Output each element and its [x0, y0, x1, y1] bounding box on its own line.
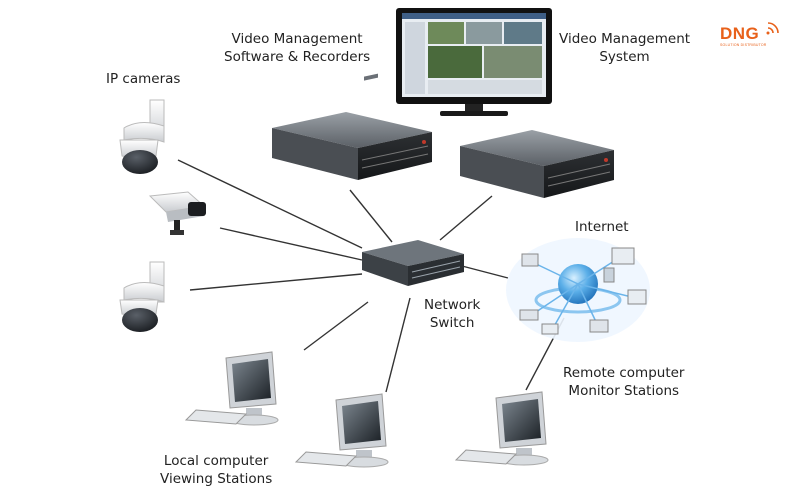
ip-camera-dome-2: [119, 261, 165, 332]
label-internet: Internet: [575, 219, 629, 235]
label-ip-cameras: IP cameras: [106, 71, 181, 87]
local-computer-2: [294, 393, 389, 468]
line-server-1: [349, 189, 393, 243]
logo-tagline: SOLUTION DISTRIBUTOR: [720, 43, 767, 47]
line-camera-1: [177, 159, 363, 249]
line-local-1: [303, 301, 369, 351]
label-vms-system: Video Management System: [559, 31, 691, 65]
label-local-stations: Local computer Viewing Stations: [160, 453, 273, 487]
line-camera-3: [189, 273, 363, 291]
logo-signal-icon: [766, 22, 779, 35]
connection-lines: [177, 159, 565, 393]
ip-camera-box: [148, 191, 206, 235]
server-recorder-1: [272, 73, 432, 180]
ip-camera-dome-1: [119, 99, 165, 174]
label-vms-recorders: Video Management Software & Recorders: [224, 31, 371, 65]
vms-monitor: [396, 8, 552, 116]
line-camera-2: [219, 227, 363, 261]
network-switch: [362, 240, 464, 286]
line-server-2: [439, 195, 493, 241]
internet-cloud: [506, 238, 650, 342]
dng-logo: DNG SOLUTION DISTRIBUTOR: [720, 24, 767, 47]
remote-computer: [454, 391, 549, 466]
local-computer-1: [184, 351, 279, 426]
line-internet: [461, 265, 509, 279]
logo-text: DNG: [720, 24, 760, 43]
label-remote-stations: Remote computer Monitor Stations: [563, 365, 685, 399]
label-network-switch: Network Switch: [424, 297, 481, 331]
line-local-2: [385, 297, 411, 393]
server-recorder-2: [460, 130, 614, 198]
